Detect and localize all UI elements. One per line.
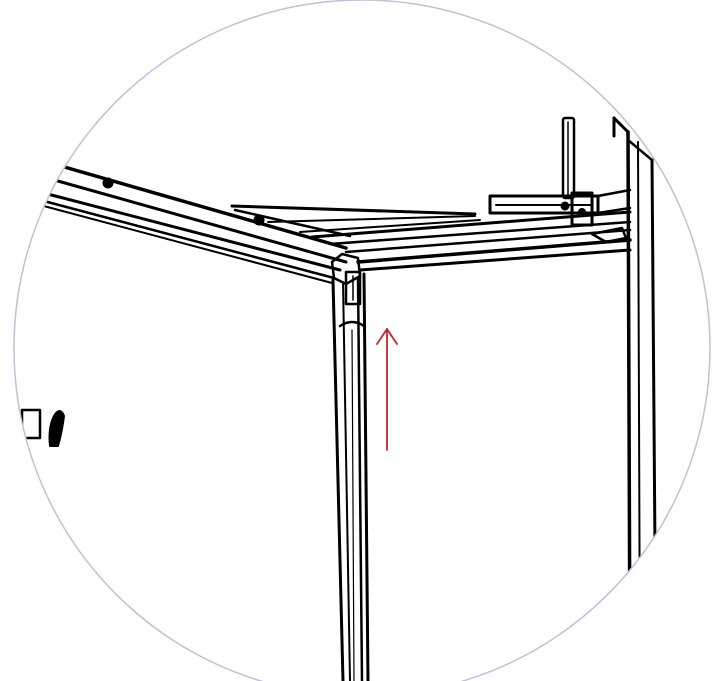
drawing-content (20, 116, 658, 681)
vertical-pin (561, 116, 576, 200)
left-top-rail (38, 158, 348, 284)
diagonal-brace (230, 204, 481, 238)
corner-joint (330, 252, 366, 328)
detail-frame-circle (13, 0, 711, 681)
arrow-up-icon (376, 328, 398, 451)
upper-right-bracket (488, 188, 632, 227)
rail-clip (590, 226, 628, 244)
screw-hole-1 (102, 177, 114, 189)
right-side-panel (612, 116, 658, 681)
right-top-rail (310, 210, 632, 272)
corner-post (331, 272, 370, 681)
hook-icon (48, 410, 65, 447)
